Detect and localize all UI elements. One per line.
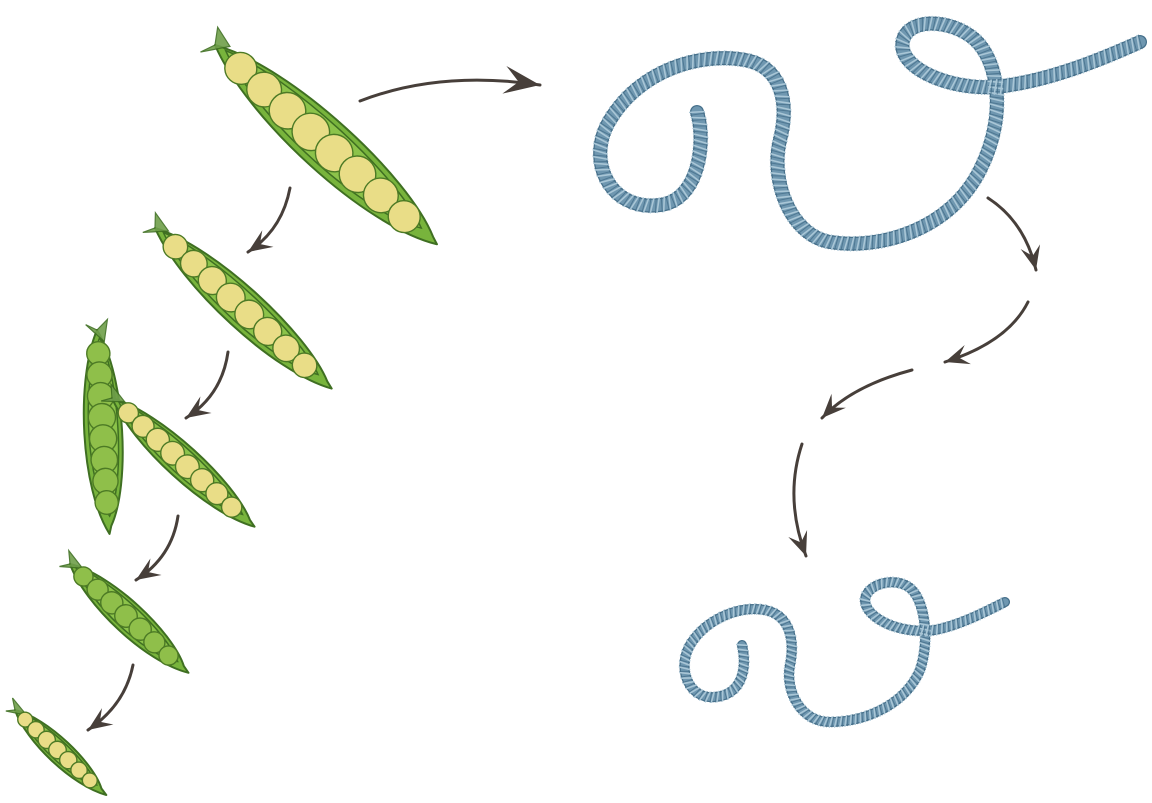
- pea: [387, 199, 421, 234]
- arrow-icon: [246, 186, 292, 254]
- pea: [291, 352, 318, 379]
- pea: [158, 645, 179, 666]
- arrow-icon: [358, 65, 542, 103]
- pea-pod-icon: [101, 382, 256, 528]
- pea-pod-icon: [142, 210, 333, 390]
- dna-strands-group: [592, 15, 1147, 728]
- arrow-icon: [184, 350, 230, 420]
- pea-pod-icon: [200, 25, 438, 246]
- pea-pods-group: [5, 25, 438, 796]
- pea-pod-icon: [59, 548, 190, 674]
- pea-pod-icon: [5, 697, 108, 796]
- pea-pod-icon: [82, 317, 124, 535]
- arrow-icon: [986, 196, 1041, 272]
- pea: [94, 489, 119, 516]
- arrow-icon: [788, 442, 808, 558]
- arrow-icon: [86, 663, 135, 732]
- dna-strand-icon: [592, 15, 1147, 252]
- arrow-icon: [943, 300, 1030, 365]
- arrow-icon: [820, 368, 914, 420]
- dna-strand-icon: [678, 576, 1010, 728]
- arrows-group: [86, 65, 1041, 732]
- arrow-icon: [134, 514, 180, 582]
- pea: [220, 496, 243, 518]
- pea: [81, 772, 98, 789]
